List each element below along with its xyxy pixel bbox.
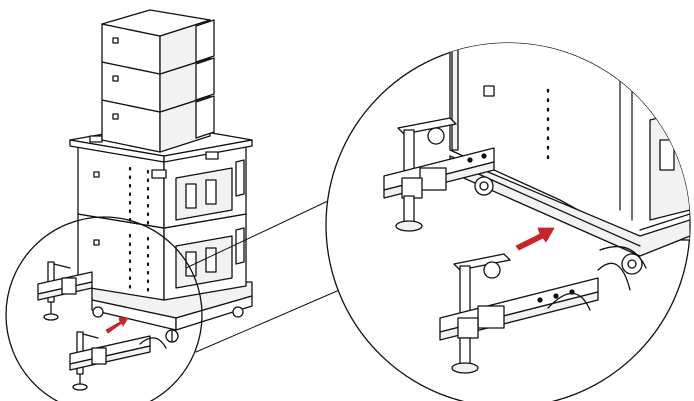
leveling-foot-icon [72,373,88,391]
leveling-foot-icon [451,337,479,374]
speaker-stack-icon [69,9,253,343]
subwoofer-cabinet-icon [77,145,247,229]
stabilizer-outrigger-icon [37,261,93,303]
top-speaker-module-icon [101,57,215,113]
top-speaker-module-icon [101,9,215,75]
small-detail-content [37,261,167,391]
top-speaker-module-icon [101,95,215,153]
leveling-foot-icon [395,195,423,232]
stabilizer-outrigger-icon [439,253,631,341]
insertion-arrow-icon [105,317,129,334]
magnifier-circle-icon [5,216,203,401]
leveling-foot-icon [43,301,59,321]
stabilizer-outrigger-icon [383,117,495,199]
insertion-arrow-icon [515,227,555,251]
stabilizer-outrigger-icon [69,331,167,375]
